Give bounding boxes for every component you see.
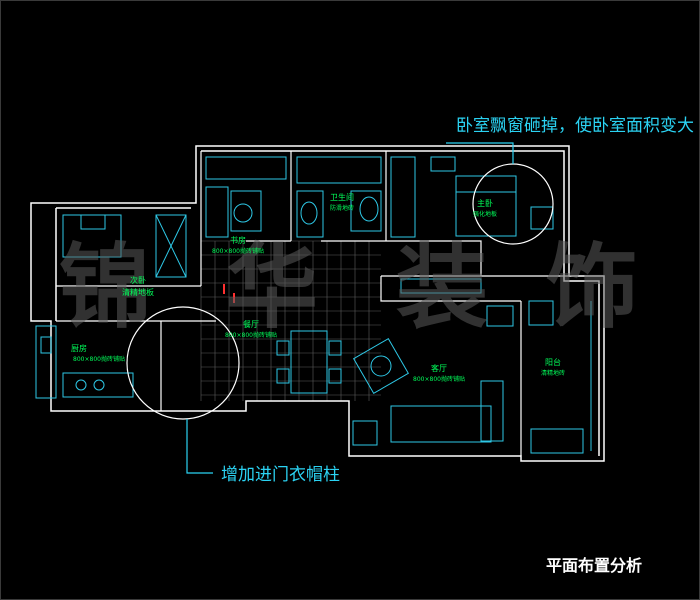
interior-walls — [56, 151, 569, 456]
door-markers — [223, 284, 235, 303]
svg-text:饰: 饰 — [546, 233, 638, 341]
furniture — [35, 156, 592, 454]
annotation-entry-wardrobe: 增加进门衣帽柱 — [221, 465, 340, 485]
watermark: 锦 华 装 饰 — [59, 233, 638, 341]
study-label: 书房 — [230, 235, 246, 245]
bathroom-floor: 防滑地砖 — [330, 204, 354, 212]
bathroom-label: 卫生间 — [330, 192, 354, 202]
svg-text:装: 装 — [396, 233, 488, 341]
second-bedroom-floor: 清精地板 — [122, 287, 154, 297]
room-labels: 书房 800×800抛砖铺贴 卫生间 防滑地砖 主卧 强化地板 次卧 清精地板 … — [71, 192, 565, 383]
dining-label: 餐厅 — [243, 320, 259, 329]
balcony-label: 阳台 — [545, 357, 561, 367]
kitchen-label: 厨房 — [71, 343, 87, 353]
annotation-bedroom-bay: 卧室飘窗砸掉，使卧室面积变大 — [456, 115, 694, 136]
living-floor: 800×800抛砖铺贴 — [413, 375, 465, 383]
study-floor: 800×800抛砖铺贴 — [212, 247, 264, 255]
master-bedroom-label: 主卧 — [477, 198, 493, 208]
master-bedroom-floor: 强化地板 — [473, 210, 497, 218]
drawing-caption: 平面布置分析 — [546, 556, 642, 575]
outer-walls — [30, 145, 605, 462]
second-bedroom-label: 次卧 — [130, 275, 146, 285]
kitchen-floor: 800×800抛砖铺贴 — [73, 355, 125, 363]
living-label: 客厅 — [431, 363, 447, 373]
svg-text:华: 华 — [226, 233, 318, 341]
annotation-leaders — [186, 142, 514, 474]
svg-text:锦: 锦 — [59, 233, 151, 341]
balcony-floor: 清精地砖 — [541, 369, 565, 377]
dining-floor: 800×800抛砖铺贴 — [225, 331, 277, 339]
